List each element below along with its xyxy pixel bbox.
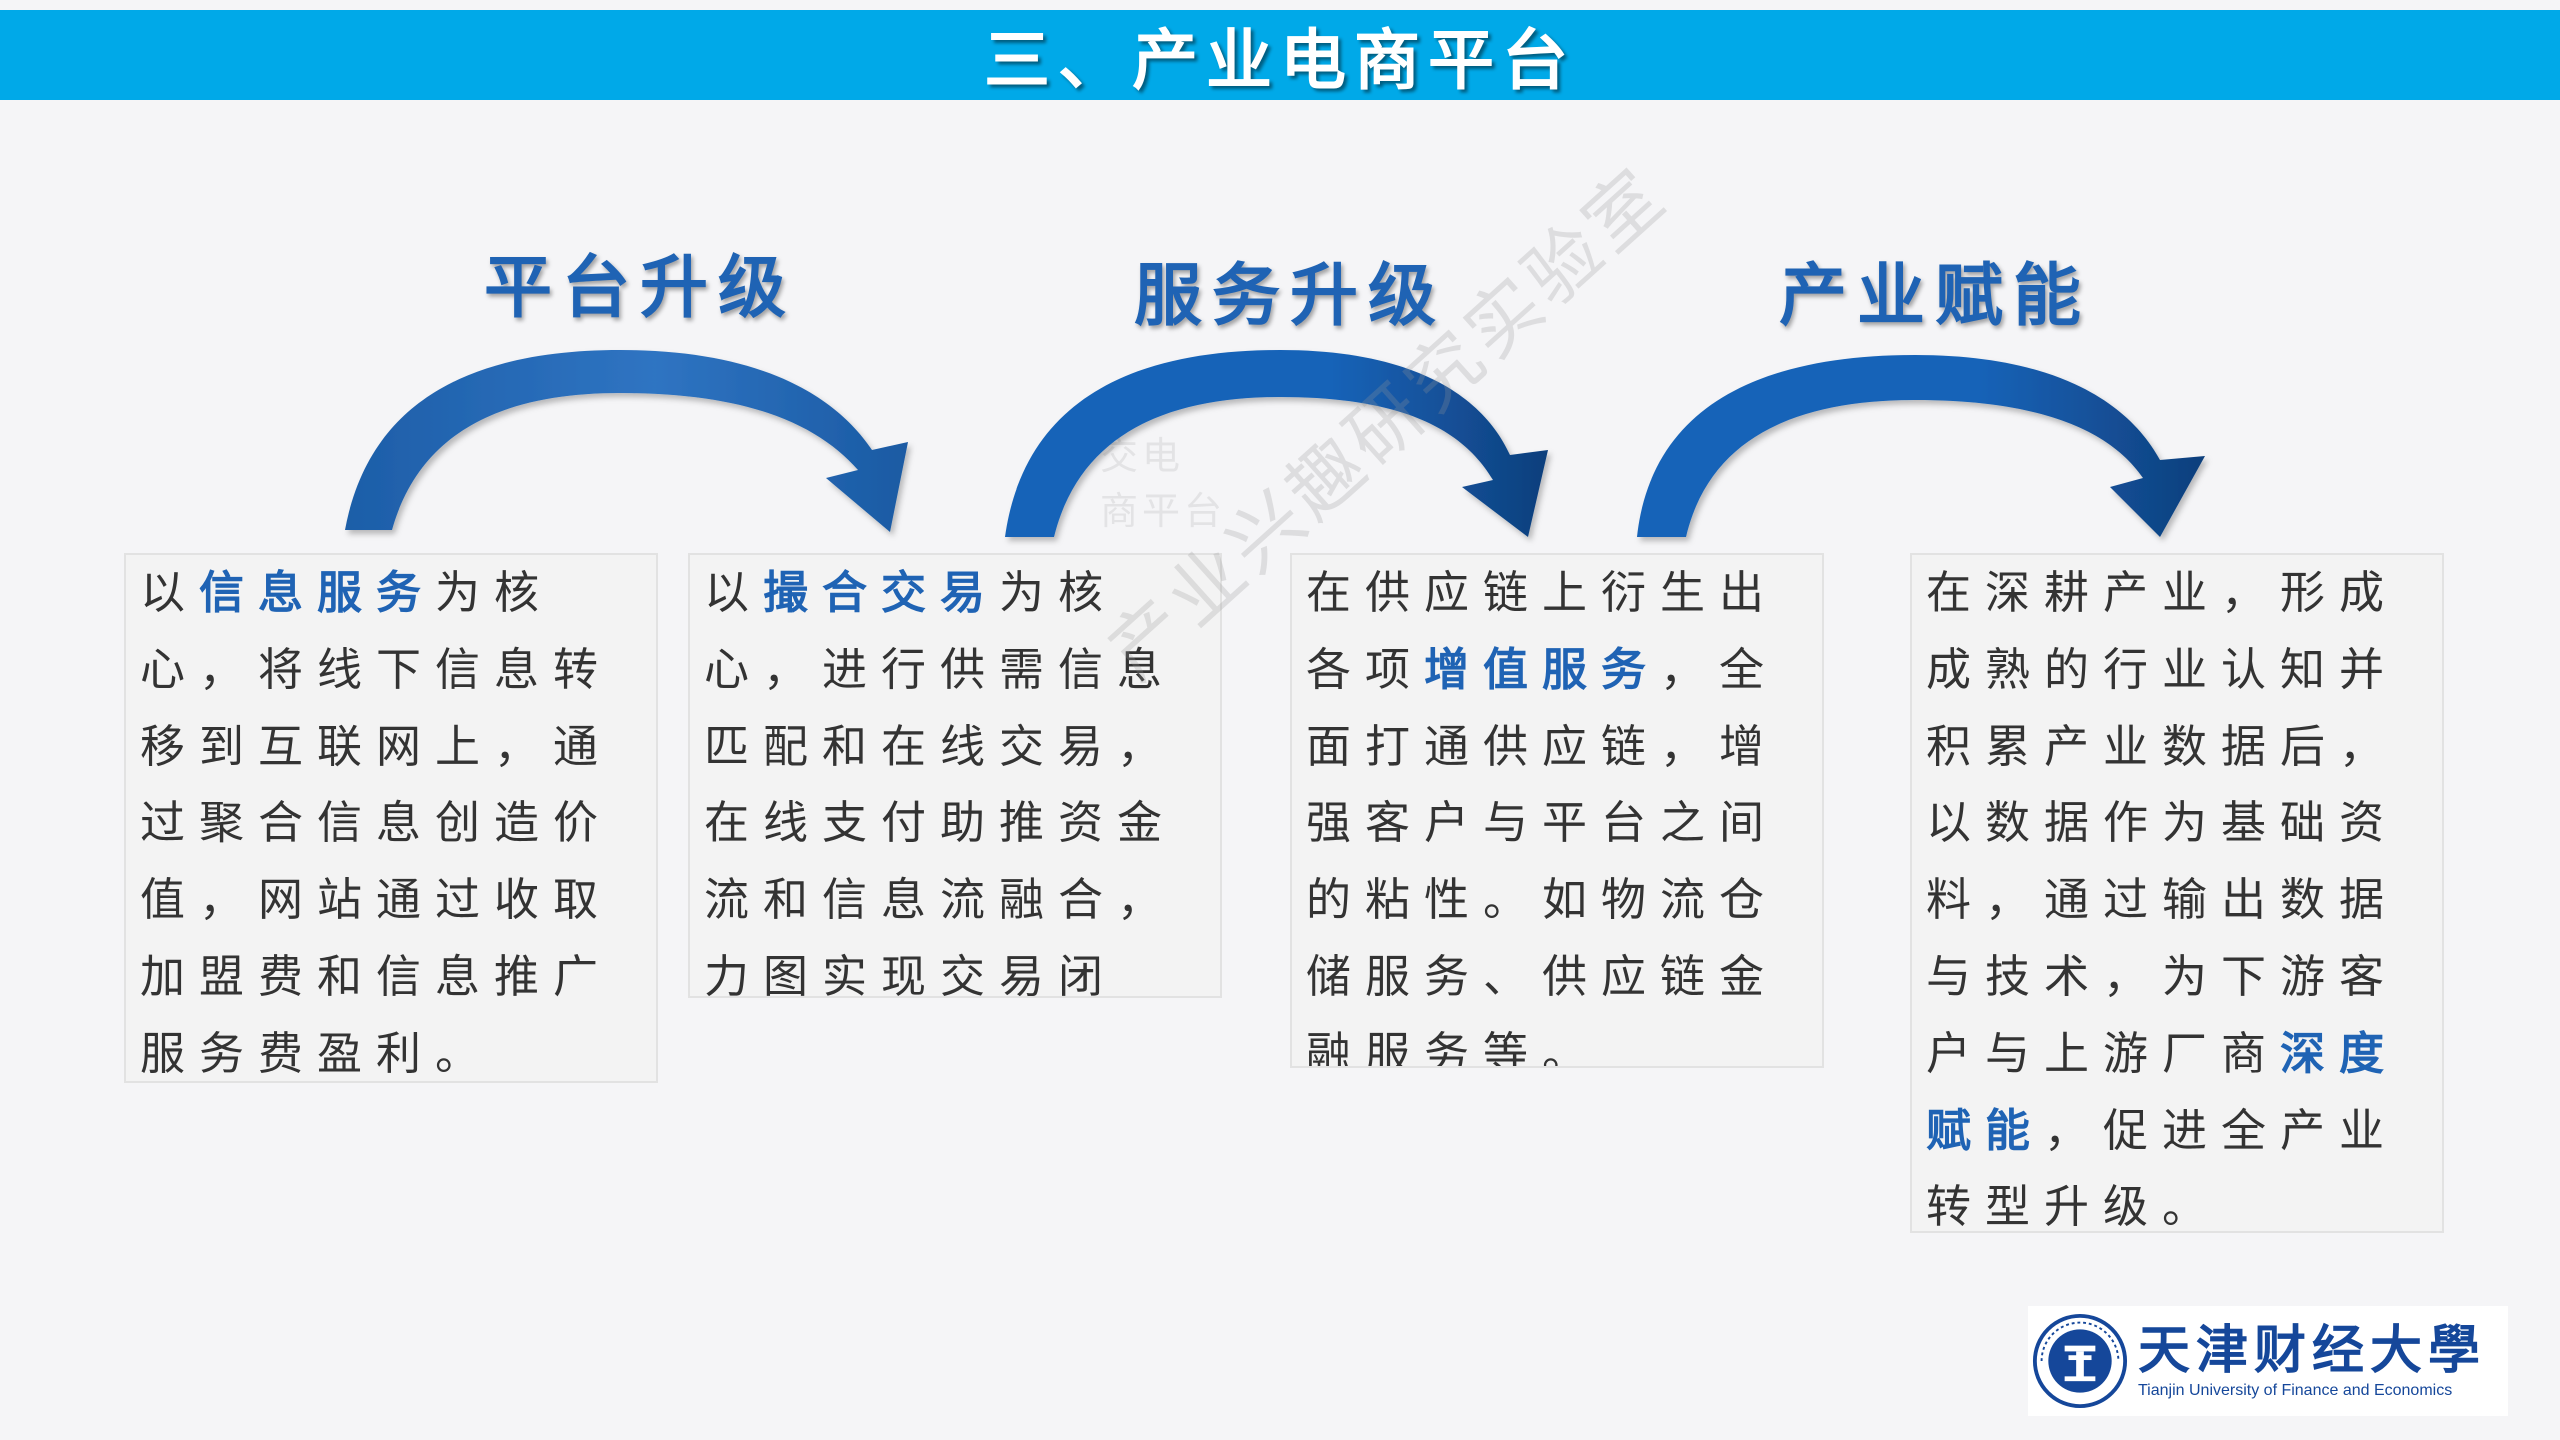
body-text: ，全面打通供应链，增强客户与平台之间的粘性。如物流仓储服务、供应链金融服务等。 xyxy=(1306,642,1779,1068)
arrow-1-icon xyxy=(345,350,908,532)
ghost-text-2: 商平台 xyxy=(1100,489,1227,533)
body-text: 为核心，将线下信息转移到互联网上，通过聚合信息创造价值，网站通过收取加盟费和信息… xyxy=(140,566,613,1080)
body-text: 在供应链上衍生出各项 xyxy=(1306,566,1779,696)
title-bar: 三、产业电商平台 xyxy=(0,10,2560,100)
university-seal-icon xyxy=(2032,1313,2128,1409)
heading-industry-empowerment: 产业赋能 xyxy=(1778,255,2091,336)
card-service-upgrade: 以撮合交易为核心，进行供需信息匹配和在线交易，在线支付助推资金流和信息流融合，力… xyxy=(688,553,1222,998)
university-logo: 天津财经大學 Tianjin University of Finance and… xyxy=(2028,1306,2508,1416)
highlight-term: 增值服务 xyxy=(1424,642,1661,696)
body-text: 以 xyxy=(140,566,200,619)
logo-name-cn: 天津财经大學 xyxy=(2138,1320,2487,1381)
highlight-term: 深度赋能 xyxy=(1926,1026,2399,1157)
body-text: 以 xyxy=(704,566,764,619)
heading-service-upgrade: 服务升级 xyxy=(1133,255,1446,336)
body-text: 为核心，进行供需信息匹配和在线交易，在线支付助推资金流和信息流融合，力图实现交易… xyxy=(704,566,1177,998)
card-platform-upgrade: 以信息服务为核心，将线下信息转移到互联网上，通过聚合信息创造价值，网站通过收取加… xyxy=(124,553,658,1083)
arrow-2-icon xyxy=(1005,350,1548,537)
ghost-text-1: 交电 xyxy=(1100,434,1185,478)
body-text: 在深耕产业，形成成熟的行业认知并积累产业数据后，以数据作为基础资料，通过输出数据… xyxy=(1926,566,2399,1080)
logo-text: 天津财经大學 Tianjin University of Finance and… xyxy=(2138,1321,2486,1401)
body-text: ，促进全产业转型升级。 xyxy=(1926,1103,2399,1233)
page-title: 三、产业电商平台 xyxy=(984,22,1576,99)
arrow-3-icon xyxy=(1637,355,2205,537)
heading-platform-upgrade: 平台升级 xyxy=(483,247,796,328)
card-industry-empowerment: 在供应链上衍生出各项增值服务，全面打通供应链，增强客户与平台之间的粘性。如物流仓… xyxy=(1290,553,1824,1068)
card-deep-empowerment: 在深耕产业，形成成熟的行业认知并积累产业数据后，以数据作为基础资料，通过输出数据… xyxy=(1910,553,2444,1233)
highlight-term: 撮合交易 xyxy=(763,566,1000,619)
logo-name-en: Tianjin University of Finance and Econom… xyxy=(2138,1382,2453,1399)
highlight-term: 信息服务 xyxy=(199,566,436,619)
